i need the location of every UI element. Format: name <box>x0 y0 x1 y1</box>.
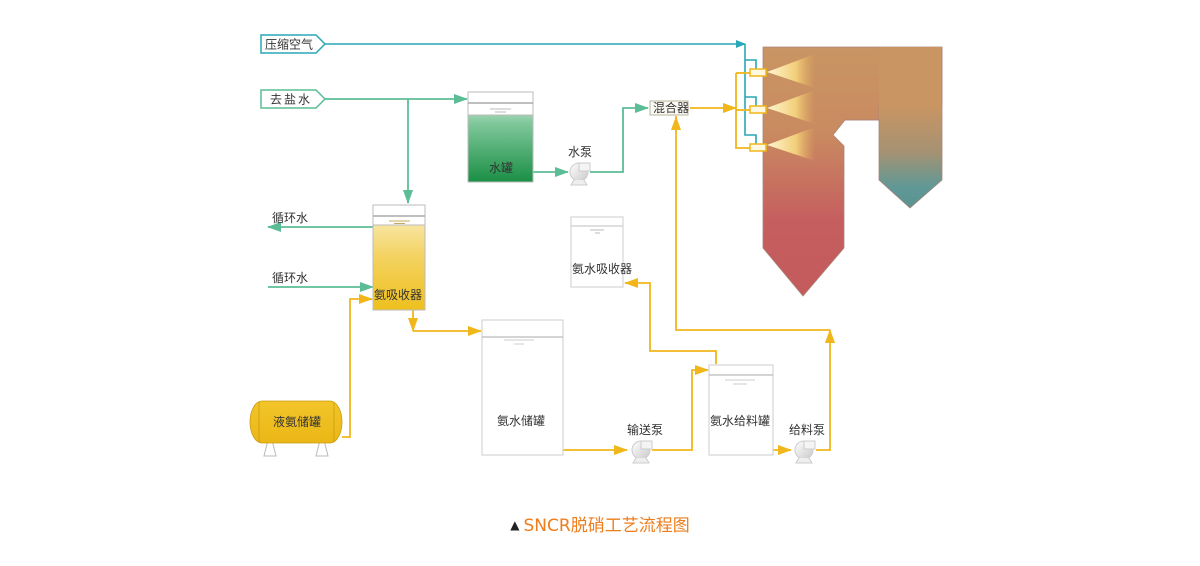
compressed-air-lines <box>324 40 757 145</box>
ammonia-lines <box>342 103 835 455</box>
nozzle-1 <box>749 68 767 77</box>
compressed-air-label: 压缩空气 <box>265 37 313 52</box>
water-tank-label: 水罐 <box>489 161 513 175</box>
caption-text: SNCR脱硝工艺流程图 <box>523 516 690 536</box>
transfer-pump-label: 输送泵 <box>627 422 663 437</box>
mixer-label: 混合器 <box>653 100 689 115</box>
circulating-water-out-label: 循环水 <box>272 211 308 225</box>
boiler-tail-flue <box>879 105 942 208</box>
mixer: 混合器 <box>649 100 689 116</box>
liquid-ammonia-tank-label: 液氨储罐 <box>273 414 321 429</box>
ammonia-water-tank-label: 氨水储罐 <box>497 413 545 428</box>
demineralized-water-label: 去盐水 <box>270 93 312 107</box>
feed-pump: 给料泵 <box>789 423 825 464</box>
spray-cone-2 <box>767 90 815 124</box>
nozzle-2 <box>749 105 767 114</box>
boiler <box>762 46 943 297</box>
nozzle-3 <box>749 143 767 152</box>
water-pump: 水泵 <box>568 145 592 186</box>
injection-lines <box>735 72 750 149</box>
spray-cone-3 <box>767 127 815 161</box>
ammonia-water-absorber: 氨水吸收器 <box>570 216 632 288</box>
water-lines <box>267 94 649 292</box>
liquid-ammonia-tank: 液氨储罐 <box>249 400 343 457</box>
ammonia-feed-tank-label: 氨水给料罐 <box>710 414 770 428</box>
feed-pump-label: 给料泵 <box>789 423 825 437</box>
diagram-caption: ▲SNCR脱硝工艺流程图 <box>0 511 1200 536</box>
boiler-top-right <box>879 47 942 107</box>
ammonia-absorber: 氨吸收器 <box>372 204 426 311</box>
water-tank: 水罐 <box>467 91 534 183</box>
water-pump-label: 水泵 <box>568 145 592 159</box>
circulating-water-in-label: 循环水 <box>272 271 308 285</box>
nozzles <box>749 68 767 152</box>
compressed-air-tag: 压缩空气 <box>260 34 327 54</box>
triangle-up-icon: ▲ <box>510 518 520 532</box>
spray-cone-1 <box>767 54 815 88</box>
ammonia-water-tank: 氨水储罐 <box>481 319 564 456</box>
transfer-pump: 输送泵 <box>627 422 663 464</box>
ammonia-absorber-label: 氨吸收器 <box>374 288 422 302</box>
demineralized-water-tag: 去盐水 <box>260 89 327 109</box>
ammonia-water-absorber-label: 氨水吸收器 <box>572 262 632 276</box>
ammonia-feed-tank: 氨水给料罐 <box>708 364 774 456</box>
